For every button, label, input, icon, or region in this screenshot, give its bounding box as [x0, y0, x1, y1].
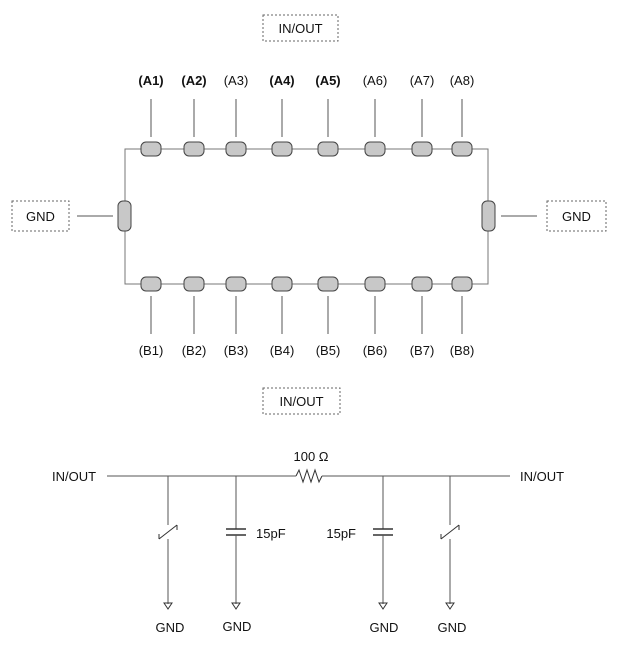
- top-pins: (A1) (A2) (A3) (A4) (A5) (A6) (A7) (A8): [138, 73, 475, 157]
- bottom-inout-label: IN/OUT: [262, 387, 341, 415]
- pin-pad: [364, 276, 386, 292]
- pin-pad: [317, 141, 339, 157]
- package-body: [124, 148, 489, 285]
- cap-left-label: 15pF: [256, 526, 286, 541]
- top-inout-text: IN/OUT: [278, 21, 322, 36]
- pin-pad: [183, 276, 205, 292]
- top-pin-label: (A4): [269, 73, 294, 88]
- bottom-pin-label: (B5): [316, 343, 341, 358]
- top-pin: (A7): [410, 73, 435, 157]
- zener-symbol-right: [440, 524, 460, 540]
- pin-pad: [411, 276, 433, 292]
- right-gnd-label: GND: [546, 200, 607, 232]
- gnd-label-2: GND: [223, 619, 252, 634]
- pin-pad: [411, 141, 433, 157]
- top-pin: (A6): [363, 73, 388, 157]
- bottom-pin-label: (B3): [224, 343, 249, 358]
- top-pin-label: (A3): [224, 73, 249, 88]
- pin-pad: [451, 141, 473, 157]
- bottom-pin-label: (B2): [182, 343, 207, 358]
- top-pin: (A3): [224, 73, 249, 157]
- top-pin: (A8): [450, 73, 475, 157]
- zener-branch-left: [158, 476, 178, 610]
- pin-pad: [140, 141, 162, 157]
- cap-branch-left: [226, 476, 246, 610]
- top-pin-label: (A1): [138, 73, 163, 88]
- ground-arrow-3: [378, 602, 388, 610]
- right-gnd-text: GND: [562, 209, 591, 224]
- left-gnd-text: GND: [26, 209, 55, 224]
- left-gnd-label: GND: [11, 200, 70, 232]
- top-pin: (A4): [269, 73, 295, 157]
- resistor-label: 100 Ω: [293, 449, 328, 464]
- right-gnd-pin: [481, 200, 537, 232]
- left-gnd-pin: [77, 200, 132, 232]
- ground-arrow-4: [445, 602, 455, 610]
- bottom-pins: (B1) (B2) (B3) (B4) (B5) (B6) (B7) (B8): [139, 276, 475, 358]
- top-pin-label: (A2): [181, 73, 206, 88]
- pin-pad: [271, 276, 293, 292]
- circuit-right-terminal: IN/OUT: [520, 469, 564, 484]
- bottom-pin: (B8): [450, 276, 475, 358]
- pin-pad: [183, 141, 205, 157]
- ground-arrow-1: [163, 602, 173, 610]
- top-pin-label: (A6): [363, 73, 388, 88]
- cap-right-label: 15pF: [326, 526, 356, 541]
- top-pin-label: (A8): [450, 73, 475, 88]
- equivalent-circuit: [107, 468, 510, 610]
- gnd-label-1: GND: [156, 620, 185, 635]
- bottom-pin: (B5): [316, 276, 341, 358]
- bottom-pin: (B2): [182, 276, 207, 358]
- top-pin: (A1): [138, 73, 164, 157]
- bottom-pin-label: (B1): [139, 343, 164, 358]
- pin-pad: [317, 276, 339, 292]
- zener-symbol-left: [158, 524, 178, 540]
- ground-arrow-2: [231, 602, 241, 610]
- top-pin: (A2): [181, 73, 207, 157]
- zener-branch-right: [440, 476, 460, 610]
- bottom-pin: (B7): [410, 276, 435, 358]
- top-pin: (A5): [315, 73, 341, 157]
- circuit-left-terminal: IN/OUT: [52, 469, 96, 484]
- pin-pad: [271, 141, 293, 157]
- top-pin-label: (A7): [410, 73, 435, 88]
- pin-pad: [225, 141, 247, 157]
- top-pin-label: (A5): [315, 73, 340, 88]
- bottom-pin-label: (B8): [450, 343, 475, 358]
- bottom-pin-label: (B6): [363, 343, 388, 358]
- pin-pad: [225, 276, 247, 292]
- pin-pad: [451, 276, 473, 292]
- bottom-pin: (B1): [139, 276, 164, 358]
- gnd-label-3: GND: [370, 620, 399, 635]
- pin-pad: [364, 141, 386, 157]
- bottom-pin-label: (B4): [270, 343, 295, 358]
- cap-branch-right: [373, 476, 393, 610]
- gnd-label-4: GND: [438, 620, 467, 635]
- bottom-inout-text: IN/OUT: [279, 394, 323, 409]
- pin-pad: [140, 276, 162, 292]
- top-inout-label: IN/OUT: [262, 14, 339, 42]
- bottom-pin: (B3): [224, 276, 249, 358]
- bottom-pin: (B6): [363, 276, 388, 358]
- bottom-pin-label: (B7): [410, 343, 435, 358]
- bottom-pin: (B4): [270, 276, 295, 358]
- resistor-symbol: [295, 468, 323, 484]
